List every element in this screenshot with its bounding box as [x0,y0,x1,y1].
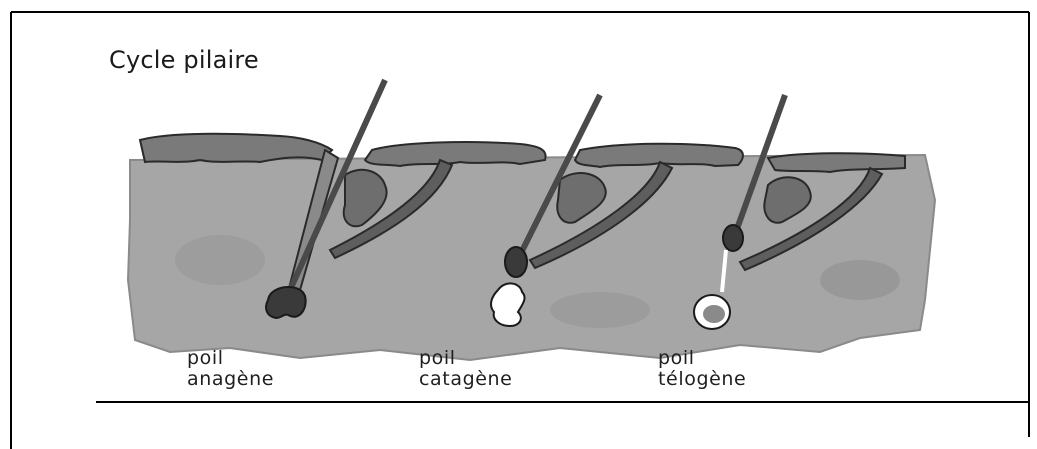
papilla-core-telogen [703,305,725,323]
epidermis-1 [140,134,332,162]
dermis-blotch [820,260,900,300]
dermis-blotch [175,235,265,285]
stage-label-line2: anagène [187,369,274,390]
club-telogen [723,225,743,251]
stage-label-anagen: poil anagène [187,348,274,390]
dermis-blotch [550,292,650,328]
stage-label-line1: poil [658,348,746,369]
stage-label-line1: poil [187,348,274,369]
stage-label-line2: télogène [658,369,746,390]
epidermis-4 [768,153,905,172]
stage-label-line1: poil [419,348,512,369]
club-catagen [505,247,527,277]
diagram-title: Cycle pilaire [109,46,259,74]
stage-label-telogen: poil télogène [658,348,746,390]
epidermis-2 [365,142,546,166]
stage-label-catagen: poil catagène [419,348,512,390]
hair-bulb-anagen [266,287,306,318]
stage-label-line2: catagène [419,369,512,390]
